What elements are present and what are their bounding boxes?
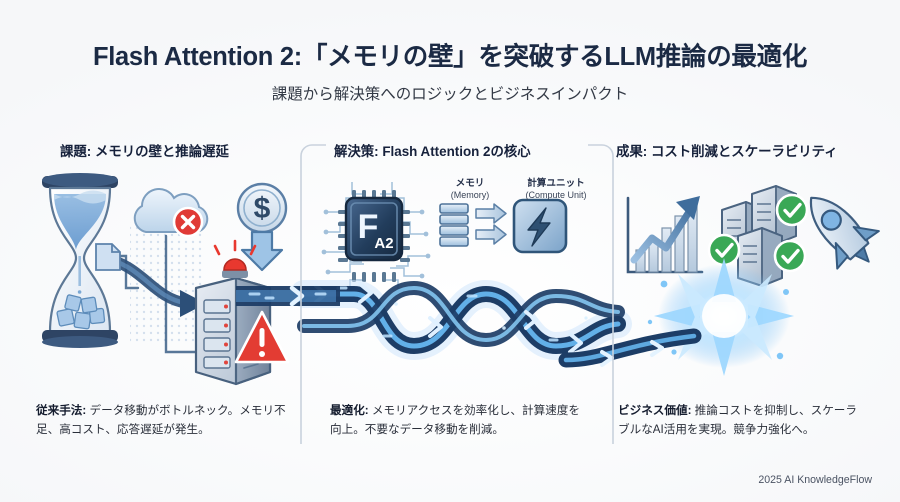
compute-unit-label: 計算ユニット (Compute Unit): [525, 178, 587, 200]
rocket-icon: [809, 196, 880, 270]
dollar-coin-down-arrow-icon: $: [236, 182, 288, 272]
chip-pins: [338, 190, 410, 282]
cpu-chip-icon: F A2: [344, 196, 404, 262]
connector-arrowhead: [198, 348, 210, 357]
page-subtitle: 課題から解決策へのロジックとビジネスインパクト: [271, 86, 629, 103]
circuit-traces: [321, 182, 431, 292]
divider-right: [588, 144, 614, 444]
burst-spark-icon: [647, 258, 794, 376]
center-solution-illustration: F A2: [290, 182, 632, 361]
section-heading-outcome: 成果: コスト削減とスケーラビリティ: [616, 144, 838, 159]
caption-outcome: ビジネス価値: 推論コストを抑制し、スケーラブルなAI活用を実現。競争力強化へ。: [618, 402, 868, 440]
server-rack-alarm-icon: [194, 239, 272, 386]
caption-solution-text: メモリアクセスを効率化し、計算速度を向上。不要なデータ移動を削減。: [330, 404, 580, 436]
center-to-right-flow-arrow: [558, 328, 702, 368]
memory-stack-icon: [439, 203, 469, 247]
left-problem-illustration: $: [42, 173, 290, 386]
caption-solution: 最適化: メモリアクセスを効率化し、計算速度を向上。不要なデータ移動を削減。: [330, 402, 580, 440]
memory-label: メモリ (Memory): [450, 178, 490, 200]
transfer-arrows-icon: [475, 203, 507, 245]
lightning-compute-icon: [512, 198, 568, 254]
caption-problem-text: データ移動がボトルネック。メモリ不足、高コスト、応答遅延が発生。: [36, 404, 286, 436]
warning-triangle-icon: [234, 310, 290, 364]
right-outcome-illustration: [626, 185, 880, 376]
footer-credit: 2025 AI KnowledgeFlow: [758, 474, 872, 486]
caption-outcome-text: 推論コストを抑制し、スケーラブルなAI活用を実現。競争力強化へ。: [618, 404, 857, 436]
page-title: Flash Attention 2:「メモリの壁」を突破するLLM推論の最適化: [92, 43, 808, 71]
section-heading-problem: 課題: メモリの壁と推論遅延: [60, 144, 229, 159]
hourglass-icon: [42, 173, 118, 348]
growth-chart-up-icon: [626, 196, 704, 274]
check-badge-icon: [707, 193, 809, 273]
divider-left: [300, 144, 326, 444]
server-stack-check-icon: [707, 185, 809, 287]
caption-problem: 従来手法: データ移動がボトルネック。メモリ不足、高コスト、応答遅延が発生。: [36, 402, 286, 440]
svg-text:$: $: [254, 192, 271, 225]
caption-outcome-label: ビジネス価値:: [618, 404, 692, 417]
document-icon: [95, 243, 121, 271]
data-flow-arrow: [96, 252, 206, 317]
chip-model-label: A2: [374, 235, 393, 252]
caption-problem-label: 従来手法:: [36, 404, 87, 417]
section-heading-solution: 解決策: Flash Attention 2の核心: [334, 144, 531, 159]
chip-logo-letter: F: [358, 208, 379, 246]
caption-solution-label: 最適化:: [330, 404, 369, 417]
infinity-flow-icon: [290, 279, 632, 361]
left-to-center-flow-arrow: [236, 285, 340, 307]
connector-lines: [112, 234, 202, 354]
cloud-error-icon: [133, 188, 209, 238]
